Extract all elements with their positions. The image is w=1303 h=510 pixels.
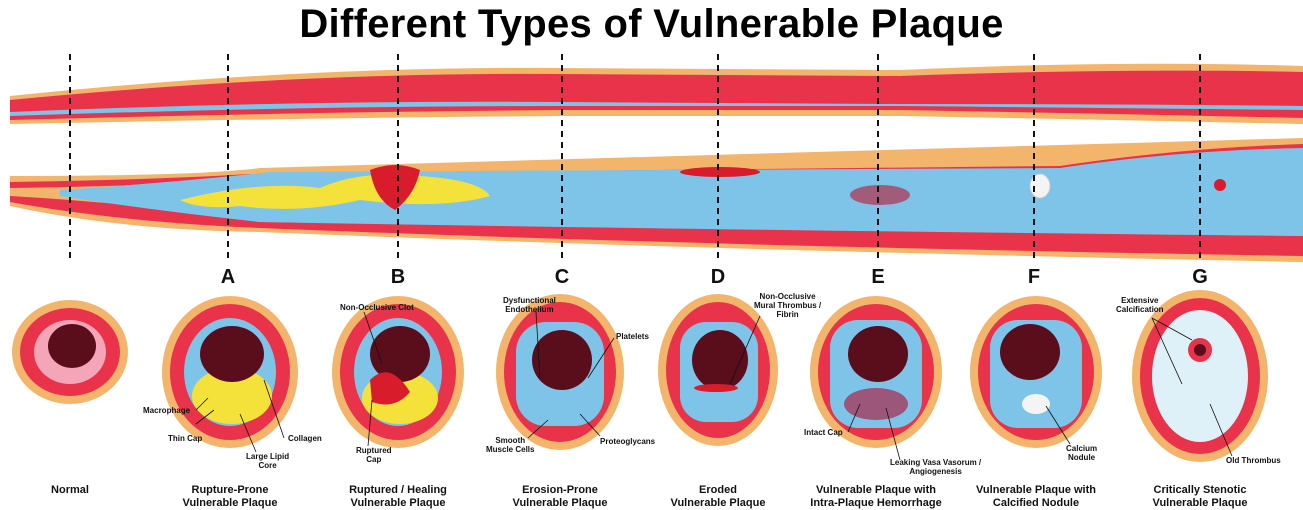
cross-section-f xyxy=(970,296,1102,448)
label-thin-cap: Thin Cap xyxy=(168,434,202,443)
old-thrombus-g xyxy=(1214,179,1226,191)
caption-normal: Normal xyxy=(0,484,155,497)
cross-section-c xyxy=(496,294,624,450)
label-proteoglycans: Proteoglycans xyxy=(600,437,655,446)
label-ruptured-cap: Ruptured Cap xyxy=(356,446,392,464)
lower-vessel xyxy=(10,138,1303,262)
mural-thrombus-d xyxy=(680,167,760,177)
caption-a: Rupture-Prone Vulnerable Plaque xyxy=(145,484,315,510)
caption-d: Eroded Vulnerable Plaque xyxy=(633,484,803,510)
section-letter-c: C xyxy=(542,266,582,289)
section-letter-e: E xyxy=(858,266,898,289)
cross-section-e xyxy=(810,296,942,448)
cross-section-b xyxy=(332,296,464,448)
label-mural-thrombus: Non-Occlusive Mural Thrombus / Fibrin xyxy=(754,292,821,319)
label-intact-cap: Intact Cap xyxy=(804,428,843,437)
cross-section-normal xyxy=(12,300,128,404)
hemorrhage-e xyxy=(850,185,910,205)
label-dysfunctional-endothelium: Dysfunctional Endothelium xyxy=(503,296,556,314)
section-letter-f: F xyxy=(1014,266,1054,289)
section-letter-b: B xyxy=(378,266,418,289)
label-leaking-vasa-vasorum: Leaking Vasa Vasorum / Angiogenesis xyxy=(890,458,981,476)
caption-b: Ruptured / Healing Vulnerable Plaque xyxy=(313,484,483,510)
caption-c: Erosion-Prone Vulnerable Plaque xyxy=(475,484,645,510)
label-macrophage: Macrophage xyxy=(143,406,190,415)
label-non-occlusive-clot: Non-Occlusive Clot xyxy=(340,303,414,312)
label-extensive-calcification: Extensive Calcification xyxy=(1116,296,1164,314)
label-platelets: Platelets xyxy=(616,332,649,341)
caption-f: Vulnerable Plaque with Calcified Nodule xyxy=(951,484,1121,510)
label-smooth-muscle-cells: Smooth Muscle Cells xyxy=(486,436,534,454)
label-calcium-nodule: Calcium Nodule xyxy=(1066,444,1097,462)
section-letter-d: D xyxy=(698,266,738,289)
label-old-thrombus: Old Thrombus xyxy=(1226,456,1281,465)
cross-section-a xyxy=(162,296,298,448)
cross-section-g xyxy=(1132,290,1268,462)
label-large-lipid-core: Large Lipid Core xyxy=(246,452,289,470)
upper-vessel xyxy=(10,64,1303,124)
section-letter-g: G xyxy=(1180,266,1220,289)
caption-e: Vulnerable Plaque with Intra-Plaque Hemo… xyxy=(791,484,961,510)
label-collagen: Collagen xyxy=(288,434,322,443)
section-letter-a: A xyxy=(208,266,248,289)
caption-g: Critically Stenotic Vulnerable Plaque xyxy=(1115,484,1285,510)
